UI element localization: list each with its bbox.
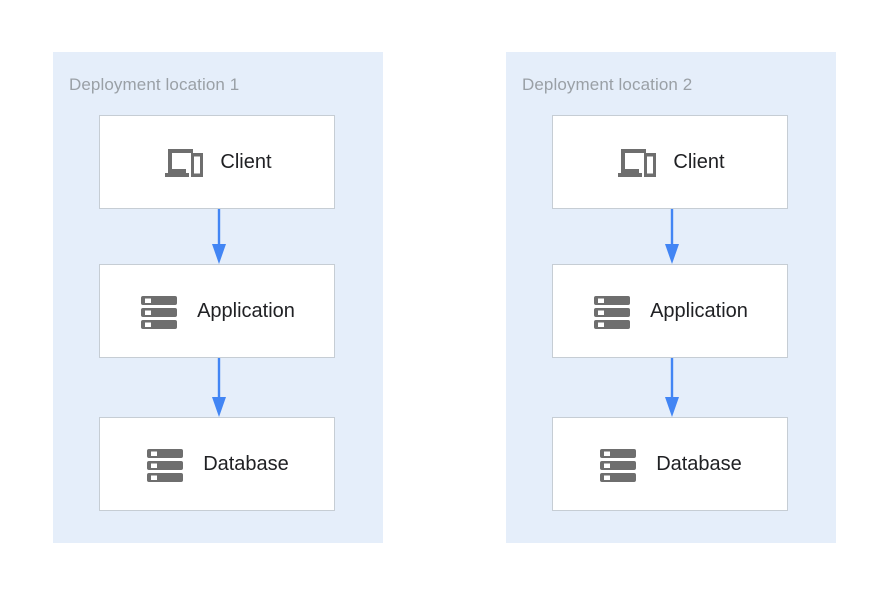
node-application-zone-1[interactable]: Application — [99, 264, 335, 358]
node-database-zone-2[interactable]: Database — [552, 417, 788, 511]
server-stack-icon — [139, 289, 183, 333]
server-stack-icon — [145, 442, 189, 486]
node-database-zone-2-label: Database — [656, 453, 742, 475]
deployment-zone-2: Deployment location 2 Client — [506, 52, 836, 543]
deployment-zone-1-label: Deployment location 1 — [69, 75, 240, 94]
deployment-zone-1: Deployment location 1 Client — [53, 52, 383, 543]
node-database-zone-1-label: Database — [203, 453, 289, 475]
node-client-zone-2[interactable]: Client — [552, 115, 788, 209]
node-application-zone-2-label: Application — [650, 300, 748, 322]
connector-client-to-application-zone-2 — [664, 209, 680, 264]
node-client-zone-1[interactable]: Client — [99, 115, 335, 209]
node-client-zone-2-label: Client — [673, 151, 725, 173]
devices-icon — [162, 140, 206, 184]
server-stack-icon — [592, 289, 636, 333]
node-database-zone-1[interactable]: Database — [99, 417, 335, 511]
connector-client-to-application-zone-1 — [211, 209, 227, 264]
node-application-zone-1-label: Application — [197, 300, 295, 322]
deployment-zone-2-label: Deployment location 2 — [522, 75, 693, 94]
connector-application-to-database-zone-2 — [664, 358, 680, 417]
node-application-zone-2[interactable]: Application — [552, 264, 788, 358]
connector-application-to-database-zone-1 — [211, 358, 227, 417]
devices-icon — [615, 140, 659, 184]
server-stack-icon — [598, 442, 642, 486]
node-client-zone-1-label: Client — [220, 151, 272, 173]
